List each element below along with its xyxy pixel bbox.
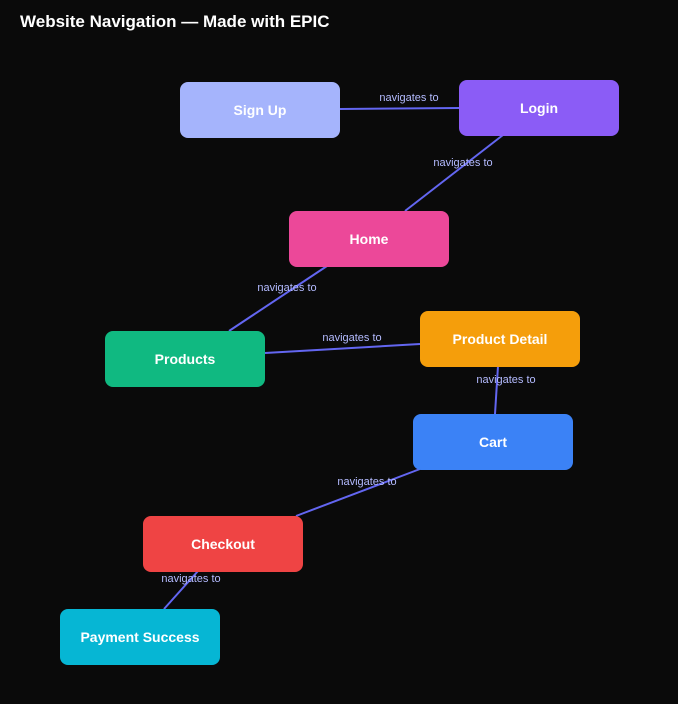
node-home[interactable]: Home [289, 211, 449, 267]
edge-label-home-products: navigates to [257, 282, 316, 294]
node-product-detail[interactable]: Product Detail [420, 311, 580, 367]
node-cart[interactable]: Cart [413, 414, 573, 470]
edge-line-product-detail-cart [494, 365, 499, 415]
edge-label-checkout-payment-success: navigates to [161, 573, 220, 585]
node-checkout[interactable]: Checkout [143, 516, 303, 572]
edge-line-login-home [404, 134, 504, 212]
edge-line-products-product-detail [264, 343, 421, 354]
edge-label-products-product-detail: navigates to [322, 332, 381, 344]
node-sign-up[interactable]: Sign Up [180, 82, 340, 138]
edge-line-checkout-payment-success [163, 570, 199, 610]
edge-label-cart-checkout: navigates to [337, 476, 396, 488]
edge-line-cart-checkout [295, 468, 421, 517]
diagram-title: Website Navigation — Made with EPIC [20, 12, 330, 31]
edge-label-product-detail-cart: navigates to [476, 374, 535, 386]
node-payment-success[interactable]: Payment Success [60, 609, 220, 665]
edge-line-signup-login [339, 107, 460, 110]
node-login[interactable]: Login [459, 80, 619, 136]
edge-label-login-home: navigates to [433, 157, 492, 169]
edge-line-home-products [228, 265, 328, 332]
edge-label-signup-login: navigates to [379, 92, 438, 104]
node-products[interactable]: Products [105, 331, 265, 387]
